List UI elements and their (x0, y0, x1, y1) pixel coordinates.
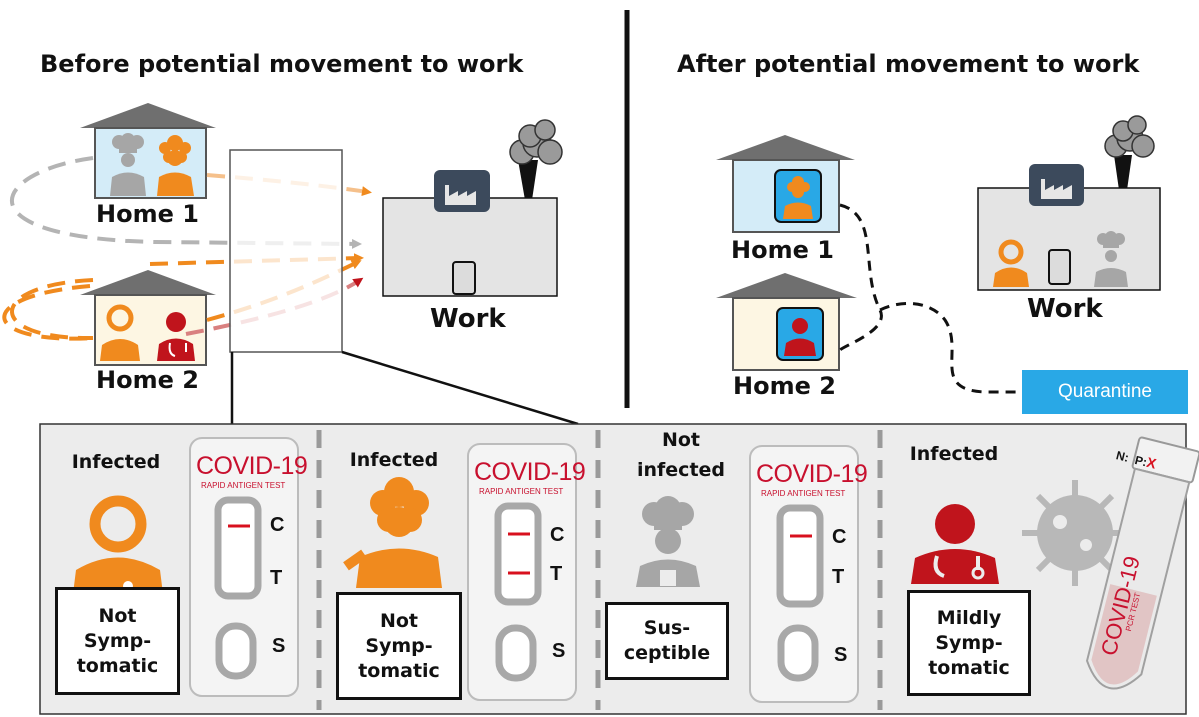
headset-person-icon (100, 304, 140, 361)
kit1-sample-label: S (272, 635, 286, 657)
after-home1-label: Home 1 (731, 236, 834, 264)
kit1-subtitle: RAPID ANTIGEN TEST (201, 481, 286, 490)
panel3-status-line2: infected (636, 459, 726, 481)
panel1-symptom-l3: tomatic (76, 654, 159, 677)
after-home2-house (716, 273, 857, 371)
after-home1-house (716, 135, 855, 233)
kit1-test-label: T (270, 567, 283, 589)
before-heading: Before potential movement to work (40, 50, 524, 78)
quarantine-box: Quarantine (1022, 370, 1188, 414)
kit3-sample-label: S (834, 644, 848, 666)
panel-separators (316, 430, 883, 710)
virus-icon (1022, 480, 1128, 586)
panel4-doctor-icon (911, 504, 999, 584)
before-home1-label: Home 1 (96, 200, 199, 228)
panel1-symptom-l2: Symp- (83, 629, 152, 652)
before-work-building (382, 119, 563, 297)
chef-icon (110, 133, 146, 196)
pcr-tube-icon (1085, 436, 1199, 690)
kit2-subtitle: RAPID ANTIGEN TEST (479, 487, 564, 496)
before-work-label: Work (430, 304, 506, 334)
kit1-control-label: C (270, 514, 285, 536)
panel3-status-line1: Not (661, 429, 701, 451)
judge-icon (157, 135, 194, 196)
kit1-title: COVID-19 (196, 452, 308, 480)
panel4-symptom-l1: Mildly (936, 606, 1002, 629)
quarantine-path (838, 203, 1022, 394)
kit2-title: COVID-19 (474, 458, 586, 486)
after-home2-label: Home 2 (733, 372, 836, 400)
zoom-line-right (341, 350, 579, 426)
kit3-title: COVID-19 (756, 460, 868, 488)
after-work-building (977, 115, 1161, 291)
panel4-status: Infected (909, 443, 999, 465)
kit2-sample-label: S (552, 640, 566, 662)
after-work-label: Work (1027, 294, 1103, 324)
panel1-status: Infected (71, 451, 161, 473)
judge-icon (783, 176, 813, 219)
kit2-control-label: C (550, 524, 565, 546)
panel4-symptom-l2: Symp- (935, 631, 1003, 654)
panel3-symptom-l2: ceptible (623, 642, 711, 664)
kit3-test-label: T (832, 566, 845, 588)
panel2-symptom-l2: Symp- (365, 634, 433, 657)
panel3-symptom-box: Sus-ceptible (605, 602, 729, 680)
chef-icon (1094, 231, 1128, 287)
pcr-n-label: N: (1114, 448, 1131, 465)
kit2-test-label: T (550, 563, 563, 585)
smoke-icon (509, 119, 563, 165)
factory-icon (445, 185, 476, 205)
kit3-control-label: C (832, 526, 847, 548)
panel3-chef-icon (636, 496, 700, 587)
panel2-symptom-l3: tomatic (358, 659, 440, 682)
orange-dashed-loop (10, 278, 94, 341)
panel2-judge-icon (343, 477, 442, 588)
panel2-status: Infected (349, 449, 439, 471)
before-home1-house (80, 103, 216, 199)
test-gate (229, 149, 343, 353)
kit3-subtitle: RAPID ANTIGEN TEST (761, 489, 846, 498)
doctor-icon (784, 318, 816, 356)
before-home2-house (80, 270, 216, 366)
panel1-symptom-l1: Not (98, 604, 137, 627)
panel4-symptom-l3: tomatic (928, 656, 1010, 679)
rapid-test-kit-1 (189, 437, 299, 697)
quarantine-label: Quarantine (1057, 381, 1152, 402)
after-heading: After potential movement to work (677, 50, 1140, 78)
doctor-icon (157, 312, 195, 361)
panel2-symptom-l1: Not (379, 609, 419, 632)
headset-person-icon (993, 239, 1029, 287)
rapid-test-kit-2 (467, 443, 577, 701)
panel3-symptom-l1: Sus- (643, 617, 691, 639)
before-home2-label: Home 2 (96, 366, 199, 394)
rapid-test-kit-3 (749, 445, 859, 703)
